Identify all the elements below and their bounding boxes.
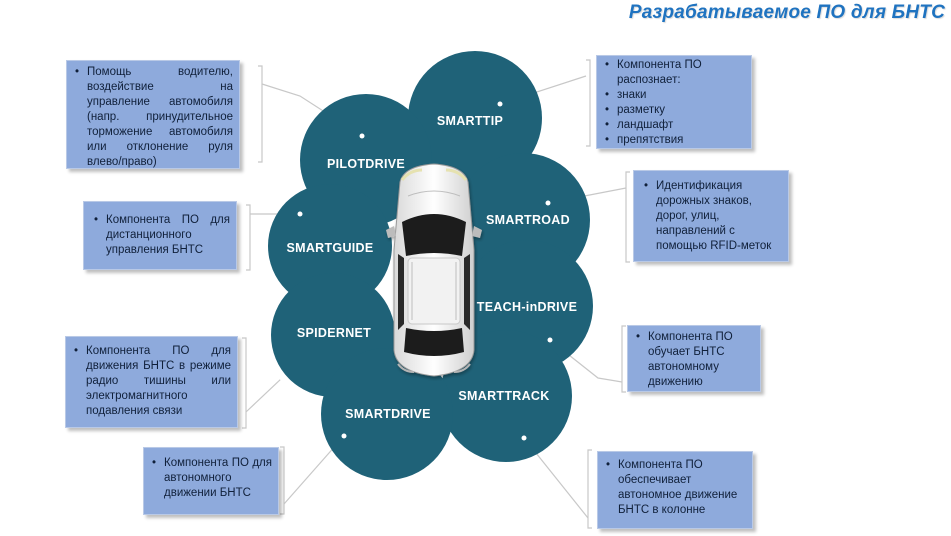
box-smartdrive-text: Компонента ПО для автономного движении Б…	[150, 456, 272, 501]
bracket-smartdrive	[280, 446, 285, 515]
box-smarttip: Компонента ПО распознает: знаки разметку…	[596, 55, 752, 149]
box-teach-text: Компонента ПО обучает БНТС автономному д…	[634, 330, 754, 390]
page-title: Разрабатываемое ПО для БНТС	[628, 2, 945, 23]
bracket-spidernet	[242, 337, 247, 429]
box-smartroad: Идентификация дорожных знаков, дорог, ул…	[633, 170, 789, 262]
connector-spidernet	[245, 377, 283, 413]
circle-smartdrive[interactable]	[321, 348, 453, 480]
label-smartguide: SMARTGUIDE	[286, 241, 373, 255]
bracket-teach	[621, 325, 626, 393]
box-smarttip-intro: Компонента ПО распознает:	[603, 58, 745, 88]
label-smartdrive: SMARTDRIVE	[345, 407, 431, 421]
box-smarttrack: Компонента ПО обеспечивает автономное дв…	[597, 451, 753, 529]
box-smarttip-item-razmetka: разметку	[603, 103, 745, 118]
label-smarttrack: SMARTTRACK	[458, 389, 549, 403]
box-smarttip-item-znaki: знаки	[603, 88, 745, 103]
box-smarttrack-text: Компонента ПО обеспечивает автономное дв…	[604, 458, 746, 518]
car-image	[386, 163, 482, 377]
circles-group	[268, 51, 593, 480]
label-pilotdrive: PILOTDRIVE	[327, 157, 405, 171]
connector-dots	[279, 101, 553, 441]
box-smartguide-text: Компонента ПО для дистанционного управле…	[92, 213, 230, 258]
box-smartroad-text: Идентификация дорожных знаков, дорог, ул…	[642, 179, 782, 254]
box-pilotdrive-text: Помощь водителю, воздействие на управлен…	[73, 65, 233, 170]
box-smarttip-item-landshaft: ландшафт	[603, 118, 745, 133]
box-spidernet: Компонента ПО для движения БНТС в режиме…	[65, 336, 238, 428]
circle-labels: SMARTTIP PILOTDRIVE SMARTROAD SMARTGUIDE…	[286, 114, 577, 421]
box-smarttip-item-prepyatstviya: препятствия	[603, 133, 745, 148]
label-smartroad: SMARTROAD	[486, 213, 570, 227]
bracket-smartroad	[625, 171, 630, 263]
bracket-smarttrack	[587, 449, 592, 529]
bracket-smartguide	[246, 204, 251, 271]
bracket-smarttip	[586, 59, 591, 147]
label-spidernet: SPIDERNET	[297, 326, 371, 340]
box-smartguide: Компонента ПО для дистанционного управле…	[83, 201, 237, 270]
bracket-pilotdrive	[258, 65, 263, 163]
box-pilotdrive: Помощь водителю, воздействие на управлен…	[66, 60, 240, 169]
box-smartdrive: Компонента ПО для автономного движении Б…	[143, 447, 279, 515]
box-spidernet-text: Компонента ПО для движения БНТС в режиме…	[72, 344, 231, 419]
box-teach: Компонента ПО обучает БНТС автономному д…	[627, 325, 761, 392]
circle-smarttip[interactable]	[408, 51, 542, 185]
label-smarttip: SMARTTIP	[437, 114, 503, 128]
circle-smarttrack[interactable]	[440, 330, 572, 462]
label-teach: TEACH-inDRIVE	[477, 300, 577, 314]
